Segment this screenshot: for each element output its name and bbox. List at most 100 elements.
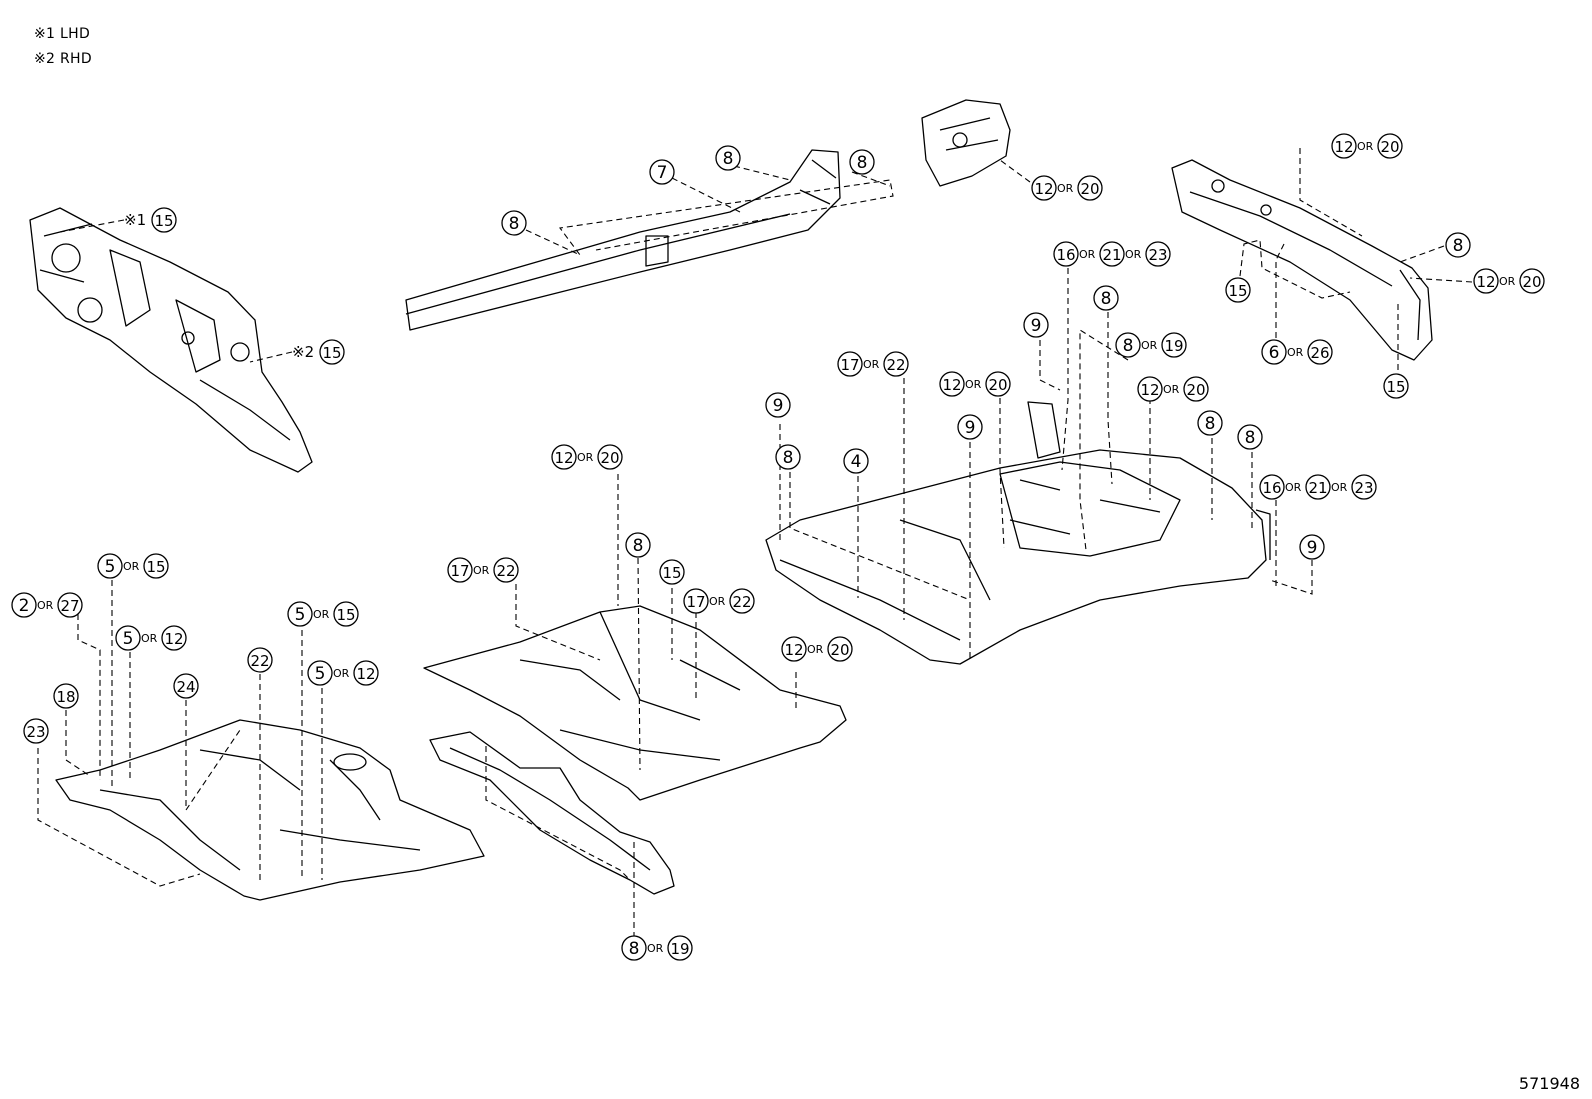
callout-number: 20 bbox=[1080, 180, 1099, 198]
callout-circle bbox=[1259, 474, 1285, 500]
callout-10: 15 bbox=[1225, 277, 1251, 303]
callout-number: 5 bbox=[105, 557, 116, 577]
callout-circle bbox=[1225, 277, 1251, 303]
callout-circle bbox=[173, 673, 199, 699]
callout-circle bbox=[827, 636, 853, 662]
callout-or-text: OR bbox=[1163, 383, 1180, 396]
callout-circle bbox=[247, 647, 273, 673]
callout-circle bbox=[551, 444, 577, 470]
callout-number: 23 bbox=[1354, 479, 1373, 497]
callout-circle bbox=[729, 588, 755, 614]
callout-or-text: OR bbox=[965, 378, 982, 391]
callout-circle bbox=[115, 625, 141, 651]
callout-circle bbox=[659, 559, 685, 585]
callout-2: 8 bbox=[501, 210, 527, 236]
callout-number: 12 bbox=[1476, 273, 1495, 291]
callout-5: 8 bbox=[849, 149, 875, 175]
callout-circle bbox=[1445, 232, 1471, 258]
callout-number: 17 bbox=[686, 593, 705, 611]
callout-circle bbox=[625, 532, 651, 558]
callout-number: 19 bbox=[670, 940, 689, 958]
callout-prefix: ※2 bbox=[292, 343, 314, 361]
legend-rhd: ※2 RHD bbox=[34, 51, 92, 67]
callout-number: 26 bbox=[1310, 344, 1329, 362]
callout-number: 15 bbox=[1228, 282, 1247, 300]
callout-circle bbox=[447, 557, 473, 583]
callout-circle bbox=[883, 351, 909, 377]
callout-or-text: OR bbox=[1079, 248, 1096, 261]
callout-or-text: OR bbox=[1125, 248, 1142, 261]
callout-or-text: OR bbox=[141, 632, 158, 645]
callout-23: 8 bbox=[1237, 424, 1263, 450]
callout-number: 15 bbox=[1386, 378, 1405, 396]
bracket-part bbox=[921, 99, 1011, 187]
callout-number: 16 bbox=[1056, 246, 1075, 264]
callout-number: 22 bbox=[250, 652, 269, 670]
callout-or-text: OR bbox=[1499, 275, 1516, 288]
callout-21: 9 bbox=[957, 414, 983, 440]
callout-or-text: OR bbox=[473, 564, 490, 577]
callout-circle bbox=[287, 601, 313, 627]
callout-number: 27 bbox=[60, 597, 79, 615]
rear-floor-pan-part bbox=[765, 401, 1271, 665]
callout-29: 8 bbox=[625, 532, 651, 558]
callout-number: 22 bbox=[732, 593, 751, 611]
callout-number: 8 bbox=[629, 939, 640, 959]
callout-20: 9 bbox=[765, 392, 791, 418]
callout-8: 8 bbox=[1445, 232, 1471, 258]
callout-circle bbox=[1299, 534, 1325, 560]
callout-circle bbox=[939, 371, 965, 397]
callout-number: 5 bbox=[315, 664, 326, 684]
callout-number: 24 bbox=[176, 678, 195, 696]
callout-circle bbox=[1473, 268, 1499, 294]
callout-number: 8 bbox=[509, 214, 520, 234]
callout-circle bbox=[57, 592, 83, 618]
callout-or-text: OR bbox=[333, 667, 350, 680]
callout-32: 17 OR 22 bbox=[683, 588, 755, 614]
callout-circle bbox=[597, 444, 623, 470]
callout-or-text: OR bbox=[577, 451, 594, 464]
callout-number: 12 bbox=[1334, 138, 1353, 156]
callout-number: 12 bbox=[784, 641, 803, 659]
front-floor-pan-part bbox=[55, 719, 485, 901]
callout-number: 9 bbox=[1307, 538, 1318, 558]
callout-circle bbox=[1383, 373, 1409, 399]
callout-circle bbox=[53, 683, 79, 709]
callout-number: 12 bbox=[1140, 381, 1159, 399]
callout-circle bbox=[1377, 133, 1403, 159]
callout-number: 23 bbox=[26, 723, 45, 741]
callout-circle bbox=[1093, 285, 1119, 311]
callout-number: 22 bbox=[886, 356, 905, 374]
callout-number: 2 bbox=[19, 596, 30, 616]
callout-number: 23 bbox=[1148, 246, 1167, 264]
callout-39: 22 bbox=[247, 647, 273, 673]
callout-number: 12 bbox=[164, 630, 183, 648]
callout-number: 21 bbox=[1102, 246, 1121, 264]
callout-number: 15 bbox=[146, 558, 165, 576]
callout-25: 8 bbox=[775, 444, 801, 470]
callout-or-text: OR bbox=[1287, 346, 1304, 359]
callout-number: 20 bbox=[1186, 381, 1205, 399]
callout-number: 12 bbox=[356, 665, 375, 683]
callout-circle bbox=[683, 588, 709, 614]
callout-number: 15 bbox=[336, 606, 355, 624]
callout-circle bbox=[493, 557, 519, 583]
callout-number: 8 bbox=[1123, 336, 1134, 356]
callout-circle bbox=[1023, 312, 1049, 338]
callout-circle bbox=[649, 159, 675, 185]
callout-number: 20 bbox=[600, 449, 619, 467]
center-floor-pan-part bbox=[423, 605, 847, 801]
callout-circle bbox=[1305, 474, 1331, 500]
callout-circle bbox=[1237, 424, 1263, 450]
callout-number: 16 bbox=[1262, 479, 1281, 497]
callout-or-text: OR bbox=[1331, 481, 1348, 494]
callout-42: 18 bbox=[53, 683, 79, 709]
callout-or-text: OR bbox=[709, 595, 726, 608]
